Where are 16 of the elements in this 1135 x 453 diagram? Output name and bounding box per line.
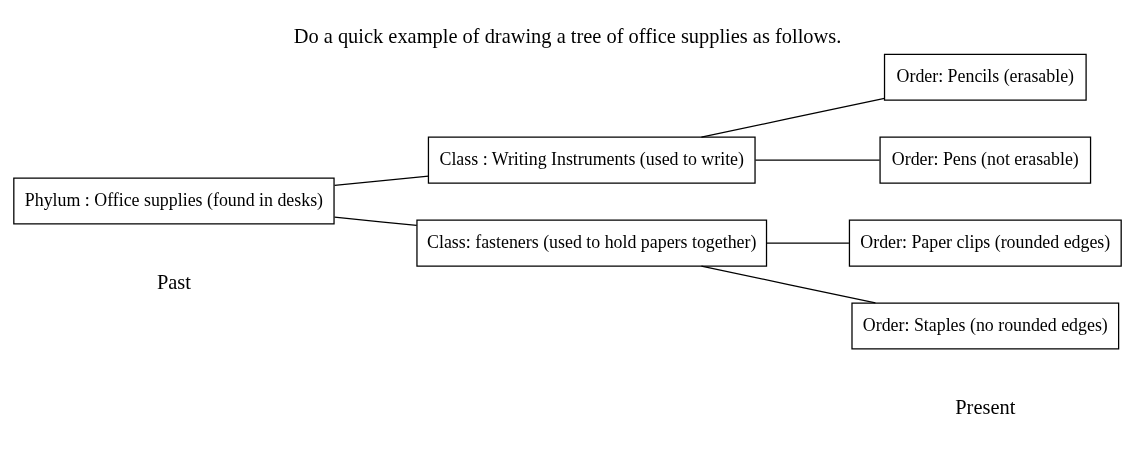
connector: [766, 242, 850, 244]
label: Past: [156, 270, 191, 293]
node-box: Order: Paper clips (rounded edges): [848, 219, 1122, 267]
node-box: Class : Writing Instruments (used to write): [427, 136, 756, 184]
node-box: Phylum : Office supplies (found in desks): [13, 177, 335, 225]
node-box: Order: Pens (not erasable): [879, 136, 1092, 184]
connector: [333, 216, 418, 227]
connector: [700, 97, 886, 138]
connector: [754, 159, 881, 161]
node-box: Order: Pencils (erasable): [883, 53, 1087, 101]
connector: [333, 175, 430, 186]
node-box: Class: fasteners (used to hold papers together): [416, 219, 768, 267]
node-box: Order: Staples (no rounded edges): [851, 302, 1120, 350]
label: Present: [955, 395, 1016, 418]
diagram-title: Do a quick example of drawing a tree of office supplies as follows.: [293, 24, 842, 47]
connector: [700, 265, 877, 304]
